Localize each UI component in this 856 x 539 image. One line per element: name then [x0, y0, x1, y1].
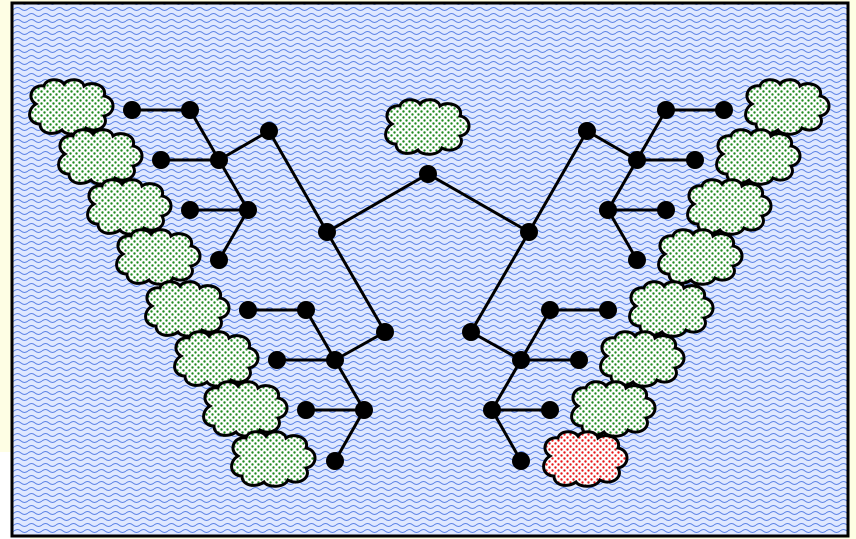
node-left-A1b: [210, 151, 228, 169]
edge-right-2: [527, 130, 589, 233]
node-left-A1a: [181, 101, 199, 119]
edge-left-4: [188, 109, 221, 161]
node-left-A2b: [210, 251, 228, 269]
edge-right-9: [606, 209, 639, 261]
node-right-A1: [578, 122, 596, 140]
node-right-B2b: [512, 452, 530, 470]
edge-left-9: [217, 209, 250, 261]
edge-left-16: [333, 409, 366, 462]
node-left-B1a: [239, 301, 257, 319]
leaf-cloud-right-0: [744, 78, 831, 136]
edge-right-7: [606, 159, 639, 211]
node-left-A2: [239, 201, 257, 219]
edge-left-0: [326, 172, 429, 234]
node-left-A2a: [181, 201, 199, 219]
leaf-cloud-right-2: [686, 178, 773, 236]
edge-right-4: [635, 109, 668, 161]
leaf-cloud-right-3: [657, 228, 744, 286]
edge-left-11: [304, 309, 337, 361]
edge-right-1: [469, 231, 531, 333]
edge-right-10: [470, 330, 522, 362]
node-left-A1a_leaf2: [152, 151, 170, 169]
node-left-B2a: [297, 401, 315, 419]
leaf-cloud-left-2: [86, 178, 173, 236]
leaf-cloud-left-5: [173, 330, 260, 388]
leaf-cloud-top: [384, 98, 471, 156]
edge-right-0: [427, 172, 530, 234]
node-right-B1: [541, 301, 559, 319]
node-right-A2a: [657, 201, 675, 219]
node-left-B1c: [326, 351, 344, 369]
node-right-B1c: [512, 351, 530, 369]
node-right-B2a: [541, 401, 559, 419]
node-right-A2: [599, 201, 617, 219]
edge-right-11: [519, 309, 552, 361]
node-left-B1b: [268, 351, 286, 369]
node-right-A1a: [657, 101, 675, 119]
node-right-A1a_leaf: [715, 101, 733, 119]
node-left-B: [376, 323, 394, 341]
node-right-A: [520, 223, 538, 241]
node-right-A2b: [628, 251, 646, 269]
node-right-A1b: [628, 151, 646, 169]
edge-left-14: [333, 359, 366, 411]
node-left-A: [318, 223, 336, 241]
edge-left-10: [334, 330, 386, 362]
edge-left-7: [217, 159, 250, 211]
leaf-cloud-right-1: [715, 128, 802, 186]
edges-layer: [132, 108, 724, 462]
edge-right-3: [586, 129, 638, 162]
node-right-B2: [483, 401, 501, 419]
leaf-cloud-left-1: [57, 128, 144, 186]
leaf-cloud-right-7: [542, 430, 629, 488]
leaf-cloud-left-4: [144, 280, 231, 338]
leaf-cloud-left-0: [28, 78, 115, 136]
node-right-B1b: [570, 351, 588, 369]
edge-right-14: [490, 359, 523, 411]
node-left-B2: [355, 401, 373, 419]
node-left-A1a_leaf: [123, 101, 141, 119]
node-left-root: [419, 165, 437, 183]
edge-left-3: [218, 129, 270, 162]
leaf-cloud-right-4: [628, 280, 715, 338]
leaf-cloud-left-6: [202, 380, 289, 438]
edge-left-2: [267, 130, 329, 233]
nodes-layer: [123, 101, 733, 470]
node-right-A1a_leaf2: [686, 151, 704, 169]
node-left-B1: [297, 301, 315, 319]
edge-left-1: [325, 231, 387, 333]
node-left-B2b: [326, 452, 344, 470]
leaf-cloud-right-5: [599, 330, 686, 388]
leaf-cloud-left-7: [230, 430, 317, 488]
leaf-cloud-left-3: [115, 228, 202, 286]
node-left-A1: [260, 122, 278, 140]
node-right-B1a: [599, 301, 617, 319]
edge-right-16: [490, 409, 523, 462]
leaf-cloud-right-6: [570, 380, 657, 438]
node-right-B: [462, 323, 480, 341]
